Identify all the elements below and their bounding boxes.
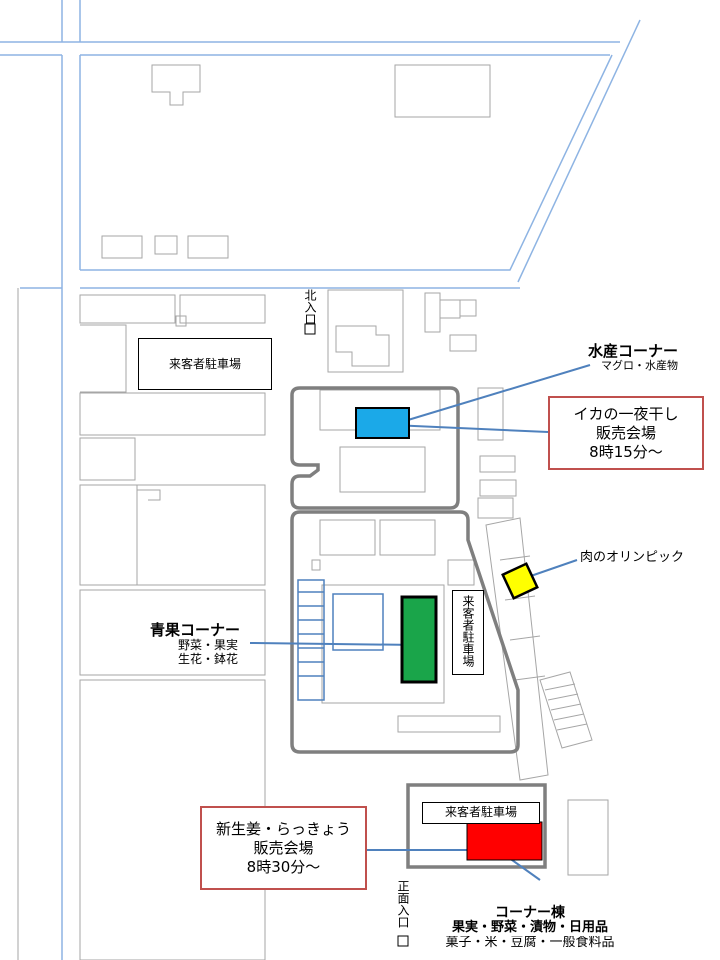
corner-building-title: コーナー棟 [495,905,565,921]
corner-building-label: コーナー棟 果実・野菜・漬物・日用品 菓子・米・豆腐・一般食料品 [430,905,630,950]
produce-corner-line1: 野菜・果実 [177,638,238,653]
main-entrance-label: 正面入口 [396,880,410,931]
produce-corner-label: 青果コーナー 野菜・果実 生花・鉢花 [150,621,258,667]
roads [0,0,641,960]
produce-side-racks [297,579,384,701]
squid-callout-line2: 販売会場 [595,423,656,442]
ginger-callout-line1: 新生姜・らっきょう [215,819,351,838]
parking-label-bottom: 来客者駐車場 [422,802,540,824]
seafood-marker [355,407,410,439]
corner-building-line2: 菓子・米・豆腐・一般食料品 [445,936,615,951]
ginger-callout-time: 8時30分〜 [246,857,321,876]
north-entrance-text: 北入口 [303,289,317,325]
produce-corner-title: 青果コーナー [150,621,241,639]
north-entrance-label: 北入口 [303,289,317,328]
seafood-corner-sub: マグロ・水産物 [601,359,679,373]
main-entrance-text: 正面入口 [396,880,410,928]
leader-lines [249,364,591,881]
meat-marker [501,562,539,600]
seafood-corner-label: 水産コーナー マグロ・水産物 [588,342,679,373]
corner-building-line1: 果実・野菜・漬物・日用品 [451,920,608,936]
seafood-corner-title: 水産コーナー [588,342,679,360]
ginger-sale-callout: 新生姜・らっきょう 販売会場 8時30分〜 [200,806,367,890]
squid-callout-line1: イカの一夜干し [573,404,679,423]
market-compounds [290,386,547,869]
parking-label-top-left: 来客者駐車場 [138,338,272,390]
produce-corner-line2: 生花・鉢花 [177,652,238,667]
meat-olympic-label: 肉のオリンピック [580,550,685,565]
corner-building-marker [466,821,543,861]
produce-marker [400,595,438,684]
squid-callout-time: 8時15分〜 [589,442,663,461]
ginger-callout-line2: 販売会場 [253,838,314,857]
squid-sale-callout: イカの一夜干し 販売会場 8時15分〜 [548,396,704,470]
parking-vertical-text: 来客者駐車場 [461,595,475,667]
main-entrance-marker [397,935,409,947]
north-entrance-marker [304,323,316,335]
parking-label-vertical: 来客者駐車場 [452,590,484,675]
